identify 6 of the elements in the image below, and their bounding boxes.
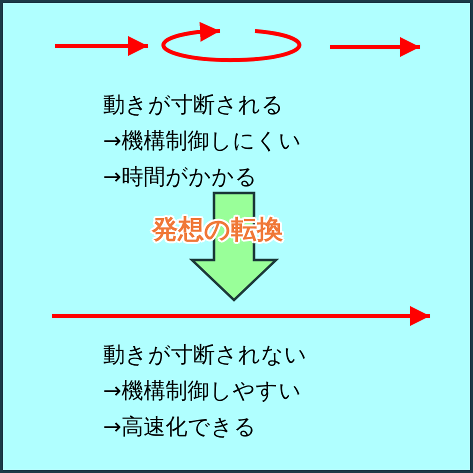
statement-text: →高速化できる: [103, 414, 256, 442]
statement-text: 動きが寸断される: [103, 92, 284, 120]
statement-text: →機構制御しやすい: [103, 378, 302, 406]
statement-text: 動きが寸断されない: [103, 342, 307, 370]
statement-text: →時間がかかる: [103, 164, 258, 192]
statement-text: →機構制御しにくい: [103, 128, 302, 156]
